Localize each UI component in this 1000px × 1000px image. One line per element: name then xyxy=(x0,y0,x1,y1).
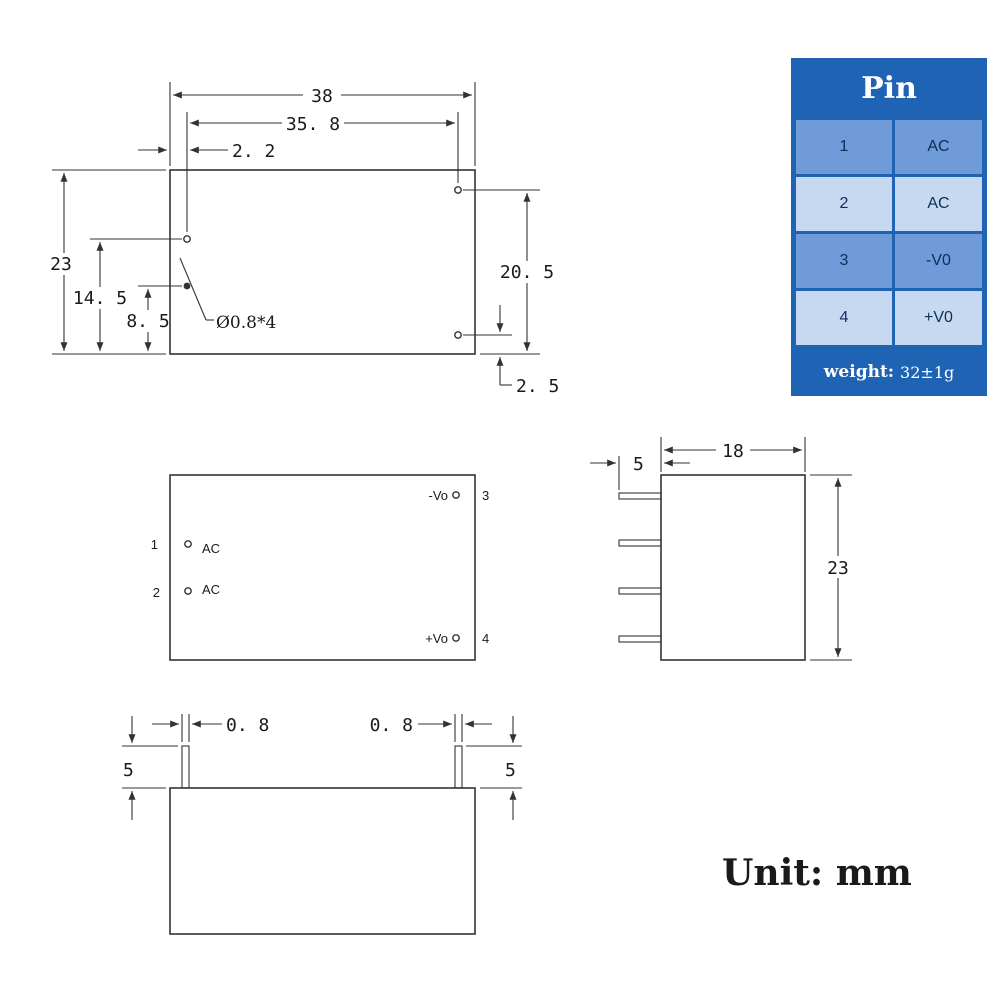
pin-table-pin: 2 xyxy=(796,177,892,231)
pin-table-row-4: 4 +V0 xyxy=(796,291,982,345)
pin-diameter: Ø0.8*4 xyxy=(216,313,276,333)
dim-height: 23 xyxy=(50,254,72,275)
pin-table-row-1: 1 AC xyxy=(796,120,982,174)
pin-table-title: Pin xyxy=(861,70,917,106)
pin-table-pin: 3 xyxy=(796,234,892,288)
dim-pin-span: 35. 8 xyxy=(286,114,340,135)
dim-total-width: 38 xyxy=(311,86,333,107)
side-dim-pin-length: 5 xyxy=(633,454,644,475)
bottom-view: 1 AC 2 AC -Vo 3 +Vo 4 xyxy=(151,474,489,661)
front-dim-left-pin-length: 5 xyxy=(123,760,134,781)
pin-table-row-2: 2 AC xyxy=(796,177,982,231)
dim-right-pin-span: 20. 5 xyxy=(500,262,554,283)
front-dim-right-pin-width: 0. 8 xyxy=(370,715,413,736)
pin-table-function: AC xyxy=(895,120,982,174)
bottom-view-body xyxy=(169,474,476,661)
top-pin-1 xyxy=(183,235,191,243)
side-view: 5 18 23 xyxy=(590,437,854,661)
side-dim-height: 23 xyxy=(827,558,849,579)
front-dim-right-pin-length: 5 xyxy=(505,760,516,781)
pin-4-label: +Vo xyxy=(425,631,448,646)
front-pin-right xyxy=(454,745,463,789)
pin-table: Pin 1 AC 2 AC 3 -V0 4 +V0 weight: 32±1g xyxy=(791,58,987,396)
front-view-body xyxy=(169,787,476,935)
pin-2-number: 2 xyxy=(153,585,160,600)
pin-4-number: 4 xyxy=(482,631,489,646)
dim-right-pin-offset: 2. 5 xyxy=(516,376,559,397)
pin-3-label: -Vo xyxy=(428,488,448,503)
top-pin-3 xyxy=(454,186,462,194)
pin-table-function: -V0 xyxy=(895,234,982,288)
side-dim-body-depth: 18 xyxy=(722,441,744,462)
dim-pin2-height: 14. 5 xyxy=(73,288,127,309)
pin-2-label: AC xyxy=(202,582,220,597)
side-view-body xyxy=(660,474,806,661)
pin-table-row-3: 3 -V0 xyxy=(796,234,982,288)
pin-3-number: 3 xyxy=(482,488,489,503)
weight-value: 32±1g xyxy=(900,362,955,382)
pin-table-weight: weight: 32±1g xyxy=(791,348,987,396)
dim-pin-offset: 2. 2 xyxy=(232,141,275,162)
pin-1-label: AC xyxy=(202,541,220,556)
weight-label: weight: xyxy=(823,362,895,382)
front-view: 0. 8 0. 8 5 5 xyxy=(122,714,522,935)
top-view-body xyxy=(169,169,476,355)
pin-table-function: AC xyxy=(895,177,982,231)
pin-table-pin: 4 xyxy=(796,291,892,345)
pin-table-function: +V0 xyxy=(895,291,982,345)
unit-note: Unit: mm xyxy=(722,852,912,894)
top-pin-4 xyxy=(454,331,462,339)
pin-1-number: 1 xyxy=(151,537,158,552)
top-pin-2 xyxy=(183,282,191,290)
front-pin-left xyxy=(181,745,190,789)
top-view: 38 35. 8 2. 2 23 14. 5 8. 5 Ø0.8*4 xyxy=(48,82,559,397)
pin-table-pin: 1 xyxy=(796,120,892,174)
front-dim-left-pin-width: 0. 8 xyxy=(226,715,269,736)
dim-pin1-height: 8. 5 xyxy=(126,311,169,332)
